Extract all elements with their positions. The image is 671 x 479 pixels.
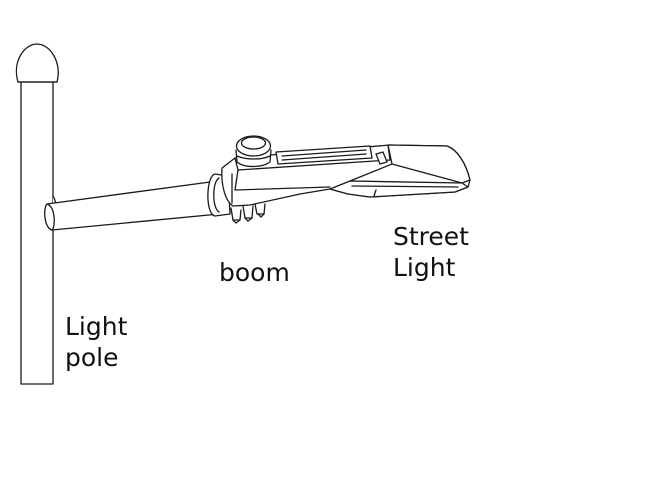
light-pole-label-line-2: pole xyxy=(65,343,119,372)
boom-label-text: boom xyxy=(219,258,290,287)
pole-shaft xyxy=(20,78,54,385)
light-pole-label-line-1: Light xyxy=(65,312,128,341)
street-light-label: Street Light xyxy=(393,221,469,283)
light-pole xyxy=(15,43,59,385)
pole-cap-icon xyxy=(15,43,59,83)
photocell-icon xyxy=(235,135,272,168)
boom-arm xyxy=(44,173,231,231)
street-light-label-line-2: Light xyxy=(393,253,456,282)
light-pole-label: Light pole xyxy=(65,311,127,373)
fixture-lens xyxy=(329,180,469,198)
boom-label: boom xyxy=(219,257,290,288)
boom-tube xyxy=(44,179,231,231)
street-light-fixture xyxy=(221,135,471,224)
street-light-label-line-1: Street xyxy=(393,222,469,251)
